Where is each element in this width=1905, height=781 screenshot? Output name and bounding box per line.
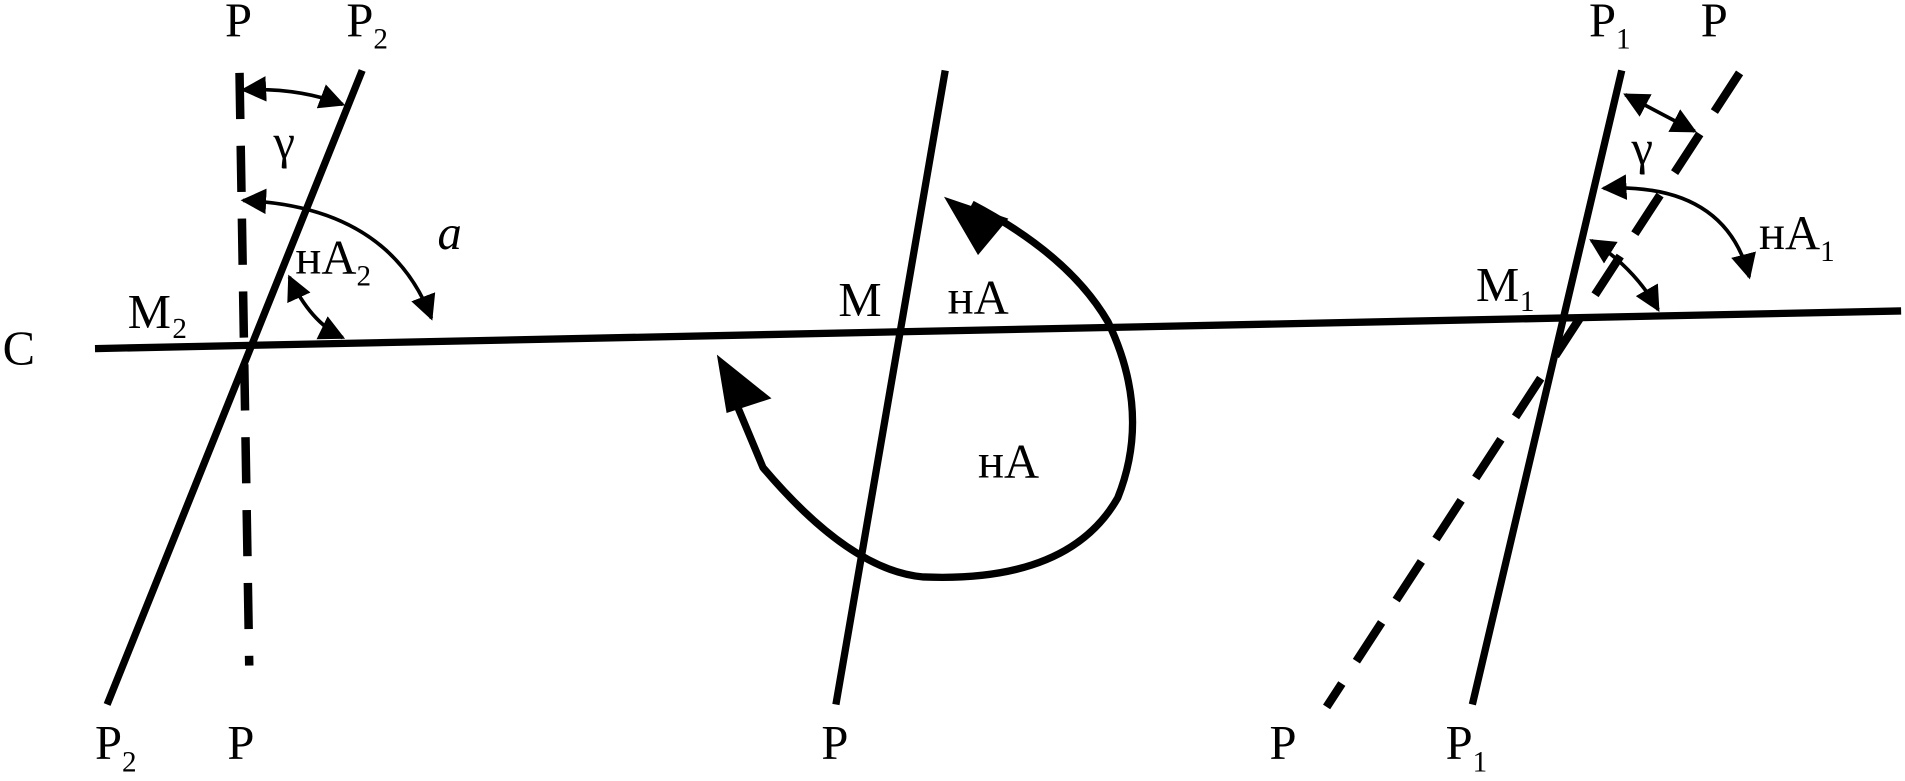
label-p-top: P: [225, 0, 252, 47]
arrowhead-top: [943, 196, 1009, 256]
arrowhead-left: [716, 354, 772, 413]
label-c: C: [3, 321, 35, 375]
left-group: P P2 γ a нA2 M₂ P2 P: [95, 0, 462, 778]
label-m: M: [838, 273, 881, 327]
line-p-middle: [832, 69, 949, 706]
label-p-top: P: [1701, 0, 1728, 47]
na2-arc: [287, 274, 346, 340]
label-p-bottom: P: [227, 716, 254, 770]
label-p1-top: P1: [1589, 0, 1631, 56]
dashed-meridian-p: [235, 72, 254, 666]
label-p1-bottom: P1: [1446, 716, 1488, 778]
label-na-top: нA: [948, 270, 1009, 324]
right-group: P1 P γ нA1 M₁ P P1: [1270, 0, 1835, 778]
alpha-arc: [240, 188, 436, 321]
label-p2-top: P2: [346, 0, 388, 56]
label-m2: M₂: [128, 285, 188, 339]
label-na-loop: нA: [978, 434, 1039, 488]
line-p2: [103, 69, 366, 706]
label-alpha: a: [438, 206, 462, 260]
label-p-bottom: P: [1270, 716, 1297, 770]
gamma-arc: [1623, 93, 1697, 133]
line-c: [94, 307, 1902, 353]
middle-group: M нA нA P: [716, 69, 1137, 770]
label-na1: нA1: [1759, 206, 1835, 268]
loop-arc-na: [725, 200, 1137, 581]
label-p2-bottom: P2: [95, 716, 137, 778]
small-arc: [1589, 238, 1660, 312]
label-p-bottom: P: [821, 716, 848, 770]
gamma-arc: [240, 76, 346, 109]
dashed-meridian-p: [1323, 70, 1744, 710]
label-m1: M₁: [1476, 258, 1536, 312]
line-p1: [1468, 69, 1626, 706]
label-gamma: γ: [1630, 121, 1652, 175]
na1-arc: [1600, 174, 1756, 280]
label-gamma: γ: [273, 115, 295, 169]
label-na2: нA2: [295, 230, 371, 292]
